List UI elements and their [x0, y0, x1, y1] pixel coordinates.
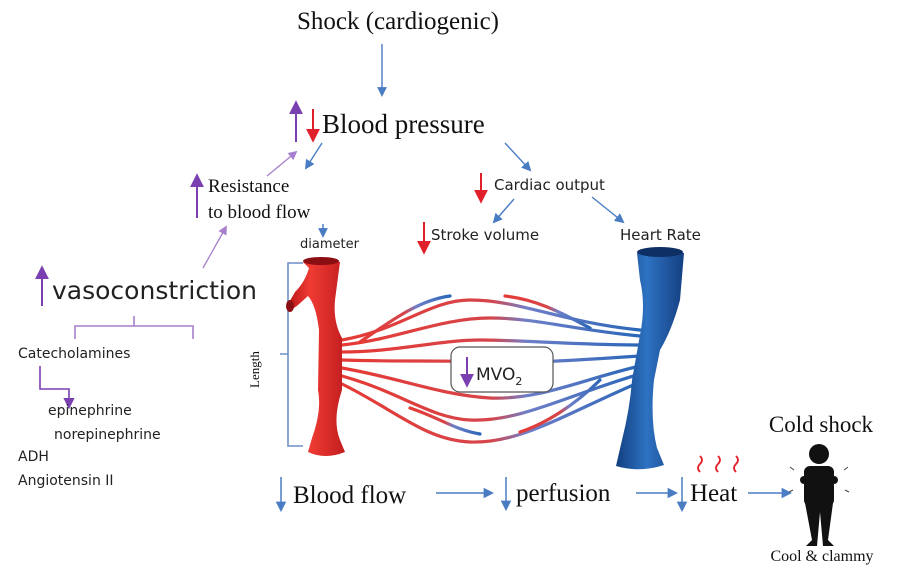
catecholamines-label: Catecholamines — [18, 346, 130, 362]
diameter-label: diameter — [300, 237, 360, 252]
mvo2-box — [450, 346, 554, 393]
cool-clammy-label: Cool & clammy — [770, 548, 873, 565]
arrow-co-to-heart-rate — [591, 196, 625, 224]
cardiac-output-label: Cardiac output — [494, 176, 605, 194]
resistance-label-line2: to blood flow — [208, 202, 311, 223]
arrow-bp-to-cardiac-output — [504, 142, 532, 172]
vein-top-opening — [637, 247, 683, 257]
epinephrine-label: epinephrine — [48, 403, 132, 419]
arrow-resistance-to-bp — [266, 150, 298, 177]
arrow-vaso-to-resistance — [202, 225, 227, 269]
stroke-volume-label: Stroke volume — [431, 226, 539, 244]
artery-top-opening — [303, 257, 339, 265]
catecholamines-connector — [39, 366, 75, 410]
mvo2-label: MVO2 — [476, 365, 522, 388]
person-cold-icon — [800, 444, 838, 546]
shiver-marks — [788, 466, 850, 493]
vasoconstriction-bracket — [74, 316, 194, 339]
heart-rate-label: Heart Rate — [620, 226, 701, 244]
diagram-title: Shock (cardiogenic) — [297, 8, 499, 35]
arrow-bp-to-resistance — [304, 142, 323, 170]
length-label: Length — [247, 351, 262, 388]
cold-shock-label: Cold shock — [769, 412, 874, 437]
artery — [287, 258, 345, 456]
norepinephrine-label: norepinephrine — [54, 427, 161, 443]
resistance-label-line1: Resistance — [208, 176, 289, 197]
vein — [616, 249, 684, 470]
adh-label: ADH — [18, 449, 49, 465]
arrow-co-to-stroke-volume — [492, 198, 515, 224]
heat-label: Heat — [690, 480, 737, 507]
vasoconstriction-label: vasoconstriction — [52, 276, 257, 305]
artery-branch-opening — [286, 300, 294, 312]
heat-wave-icon — [697, 455, 739, 473]
blood-flow-label: Blood flow — [293, 482, 406, 509]
angiotensin-label: Angiotensin II — [18, 473, 114, 489]
blood-pressure-label: Blood pressure — [322, 109, 485, 139]
perfusion-label: perfusion — [516, 480, 611, 507]
length-bracket — [280, 262, 303, 447]
